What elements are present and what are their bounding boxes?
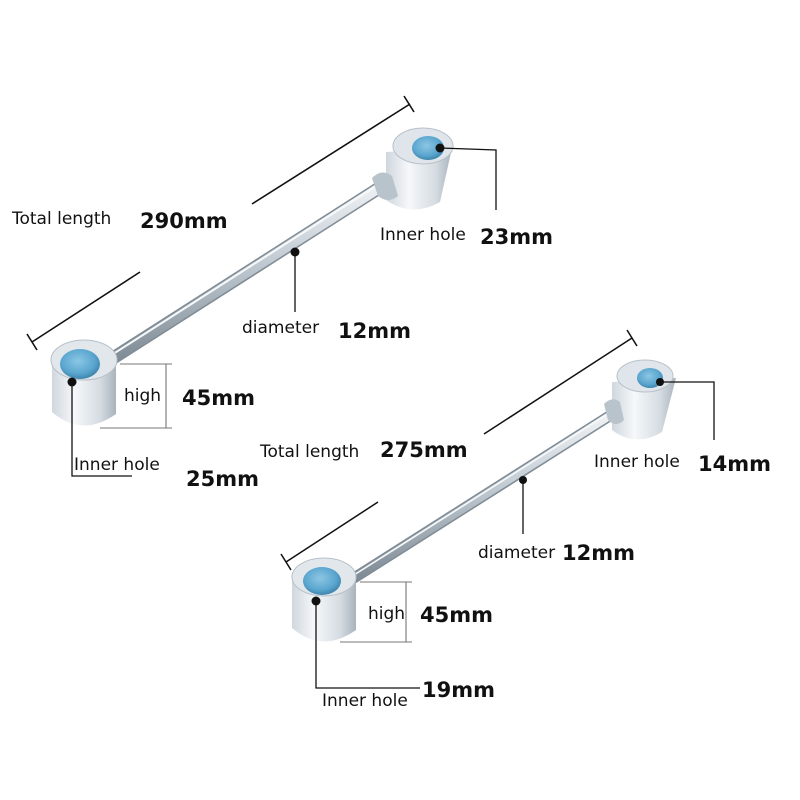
total-length-label-small: Total length [259,442,359,462]
diameter-leader-large [290,247,300,312]
socket-top-large [372,127,454,210]
inner-hole-bottom-leader-large [67,377,132,477]
high-dimension-small [340,581,412,643]
high-value-small: 45mm [420,603,493,627]
rod-small [348,402,628,584]
socket-bottom-large [50,339,118,426]
wrench-large: Total length 290mm Inner hole 23mm diame… [11,95,553,491]
inner-hole-top-value-large: 23mm [480,225,553,249]
total-length-value-large: 290mm [140,209,228,233]
high-dimension-large [100,363,172,429]
inner-hole-bottom-label-large: Inner hole [74,455,160,475]
diameter-value-small: 12mm [562,541,635,565]
rod-large [103,169,405,367]
high-label-large: high [124,386,161,406]
total-length-label-large: Total length [11,209,111,229]
diameter-leader-small [519,476,527,534]
inner-hole-top-value-small: 14mm [698,452,771,476]
socket-top-small [604,359,676,440]
inner-hole-top-label-small: Inner hole [594,452,680,472]
high-value-large: 45mm [182,386,255,410]
inner-hole-bottom-leader-small [311,596,420,689]
diameter-value-large: 12mm [338,319,411,343]
total-length-dimension-small [280,329,638,571]
high-label-small: high [368,604,405,624]
inner-hole-bottom-label-small: Inner hole [322,691,408,711]
total-length-dimension-large [26,95,415,351]
inner-hole-top-leader-large [435,143,497,210]
inner-hole-top-label-large: Inner hole [380,225,466,245]
wrench-small: Total length 275mm Inner hole 14mm diame… [259,329,771,711]
diameter-label-large: diameter [242,318,319,338]
total-length-value-small: 275mm [380,438,468,462]
inner-hole-bottom-value-large: 25mm [186,467,259,491]
diameter-label-small: diameter [478,543,555,563]
socket-bottom-small [291,557,357,642]
inner-hole-bottom-value-small: 19mm [422,678,495,702]
inner-hole-top-leader-small [656,378,715,440]
